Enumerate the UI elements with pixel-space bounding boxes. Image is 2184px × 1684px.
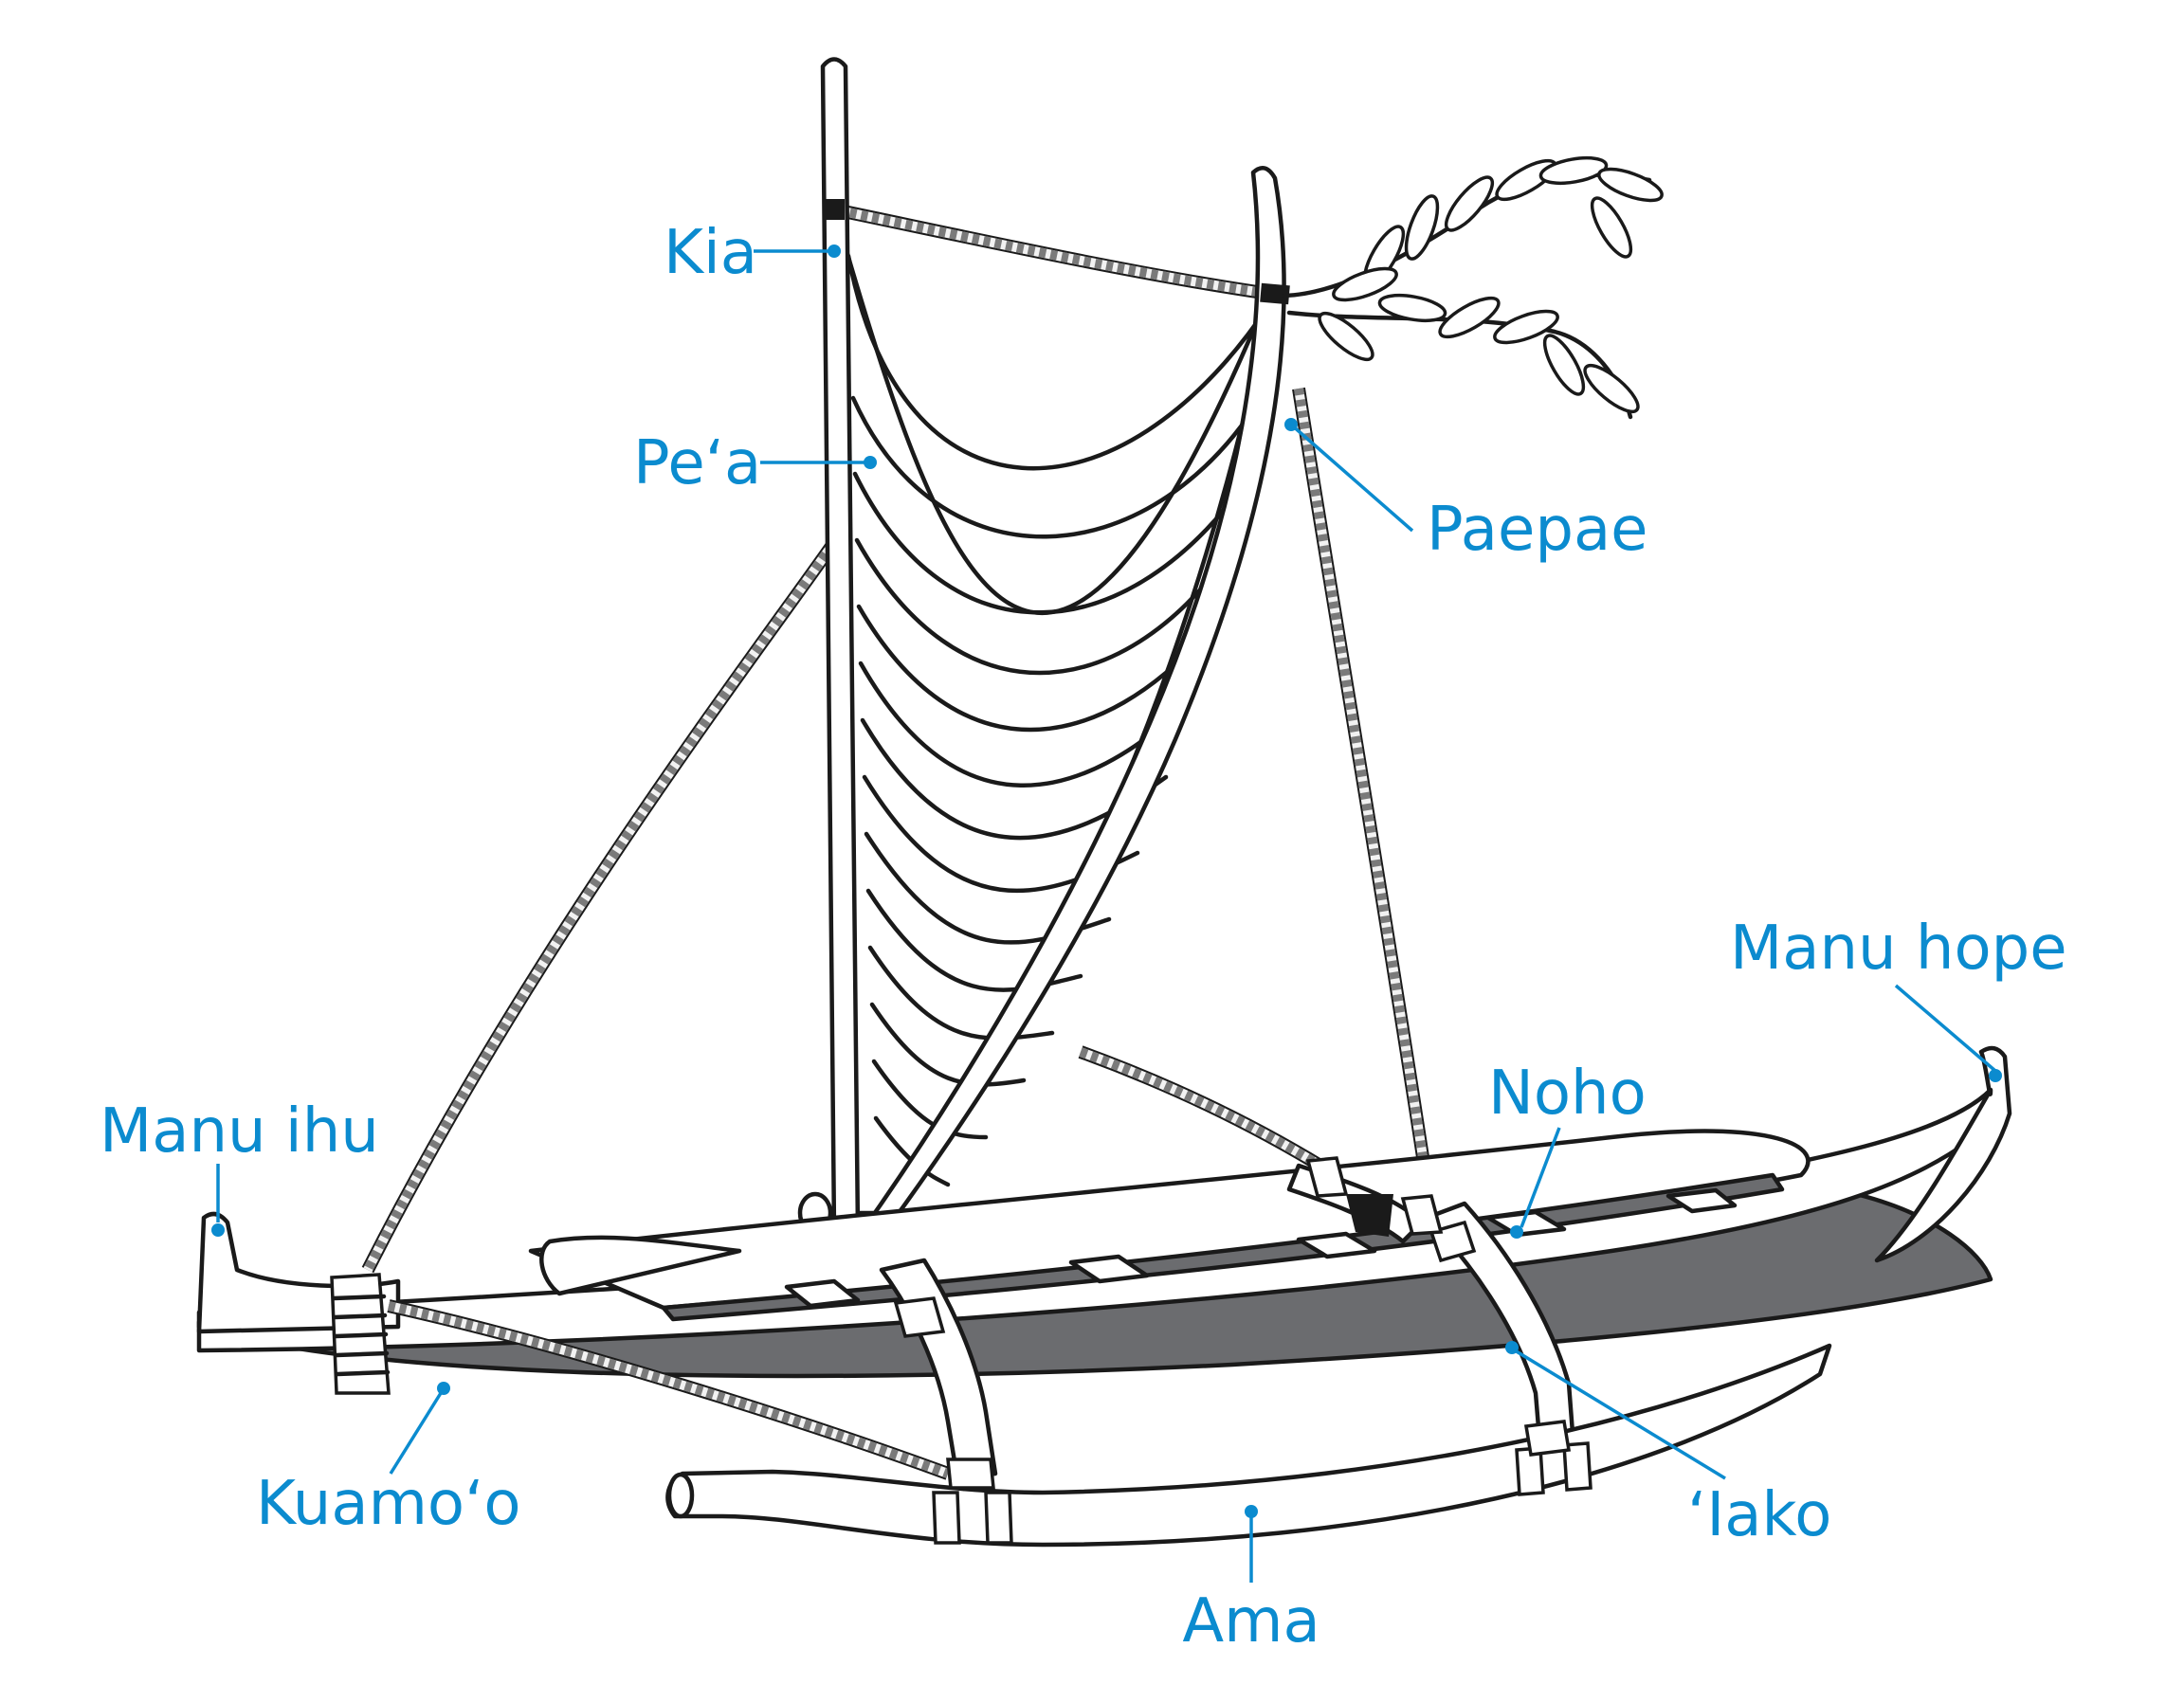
label-manu-ihu-text: Manu ihu [100, 1096, 379, 1167]
label-manu-hope: Manu hope [1730, 914, 2067, 1082]
label-noho: Noho [1488, 1059, 1647, 1239]
label-kia: Kia [664, 218, 841, 288]
label-iako-text: ‘Iako [1687, 1480, 1831, 1550]
sail [831, 206, 1273, 1216]
label-kuamoo: Kuamo‘o [256, 1382, 521, 1539]
mast [797, 57, 861, 1235]
label-pea: Pe‘a [633, 428, 877, 498]
label-ama-text: Ama [1182, 1586, 1320, 1657]
bow-lashing [330, 1273, 391, 1395]
label-paepae: Paepae [1284, 418, 1648, 565]
label-ama: Ama [1182, 1505, 1320, 1657]
label-iako: ‘Iako [1505, 1341, 1831, 1550]
label-paepae-text: Paepae [1427, 495, 1648, 565]
label-noho-text: Noho [1488, 1059, 1647, 1129]
leaf-branch [1282, 155, 1664, 420]
ama-float [665, 1343, 1832, 1548]
hull [196, 1045, 2012, 1480]
label-kuamoo-text: Kuamo‘o [256, 1469, 521, 1539]
noho-seats [784, 1187, 1738, 1309]
rigging-ropes [361, 387, 1438, 1274]
label-manu-ihu: Manu ihu [100, 1096, 379, 1237]
label-pea-text: Pe‘a [633, 428, 761, 498]
head-rope [837, 204, 1271, 300]
label-kia-text: Kia [664, 218, 757, 288]
label-manu-hope-text: Manu hope [1730, 914, 2067, 984]
iako-booms [879, 1156, 1576, 1481]
